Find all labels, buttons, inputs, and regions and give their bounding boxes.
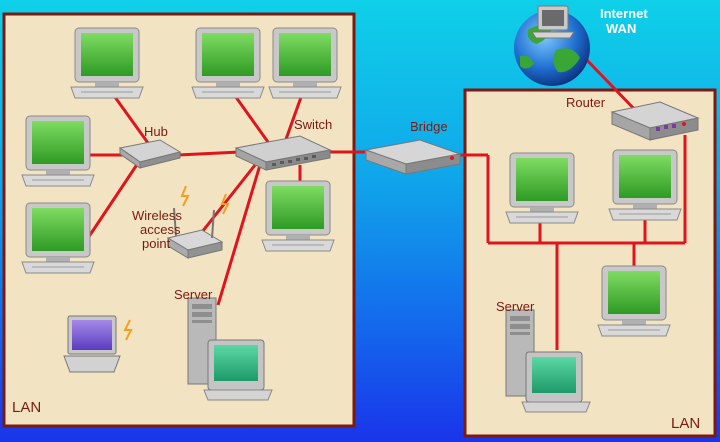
wap-label-line2: access [140, 222, 181, 237]
left-lan-label: LAN [12, 399, 41, 416]
router-device [610, 101, 700, 141]
pc-right-2 [608, 149, 682, 221]
server-left-label: Server [174, 287, 213, 302]
pc-switch-lower [261, 180, 335, 252]
pc-left-middle [21, 115, 95, 187]
switch-device [234, 135, 332, 171]
bridge-device [364, 139, 462, 175]
switch-label: Switch [294, 117, 332, 132]
server-right-label: Server [496, 299, 535, 314]
wap-label-line3: point [142, 236, 171, 251]
laptop [63, 315, 133, 373]
pc-top-right [268, 27, 342, 99]
wireless-access-point [166, 185, 230, 259]
hub-label: Hub [144, 124, 168, 139]
pc-left-lower [21, 202, 95, 274]
right-lan-label: LAN [671, 415, 700, 432]
internet-globe-icon [514, 5, 590, 86]
hub-device [118, 139, 182, 169]
pc-right-1 [505, 152, 579, 224]
router-label: Router [566, 95, 606, 110]
wap-label-line1: Wireless [132, 208, 182, 223]
pc-top-left [70, 27, 144, 99]
internet-label: Internet [600, 6, 648, 21]
bridge-label: Bridge [410, 119, 448, 134]
right-lan-panel [463, 88, 717, 438]
pc-right-3 [597, 265, 671, 337]
pc-top-middle [191, 27, 265, 99]
wan-label: WAN [606, 21, 636, 36]
